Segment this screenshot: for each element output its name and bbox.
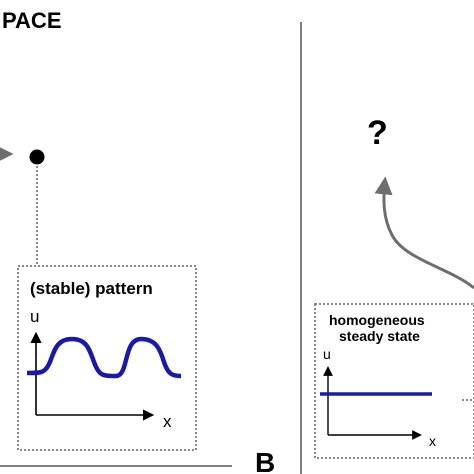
panel-heading: PACE	[2, 8, 62, 33]
steady-x-label: x	[429, 433, 436, 449]
steady-state-title-line2: steady state	[339, 328, 420, 344]
question-mark: ?	[367, 114, 388, 152]
pattern-box-title: (stable) pattern	[30, 279, 153, 298]
pattern-curve	[26, 336, 182, 379]
pattern-y-label: u	[30, 307, 39, 326]
state-point	[29, 149, 45, 165]
pattern-box: (stable) pattern u x	[17, 265, 197, 451]
trajectory-arrow-right	[374, 176, 474, 290]
pattern-x-label: x	[163, 412, 172, 431]
panel-letter-b: B	[255, 447, 275, 474]
steady-state-box: homogeneous steady state u x	[314, 303, 474, 459]
steady-state-title-line1: homogeneous	[329, 312, 425, 328]
steady-y-label: u	[323, 346, 331, 362]
